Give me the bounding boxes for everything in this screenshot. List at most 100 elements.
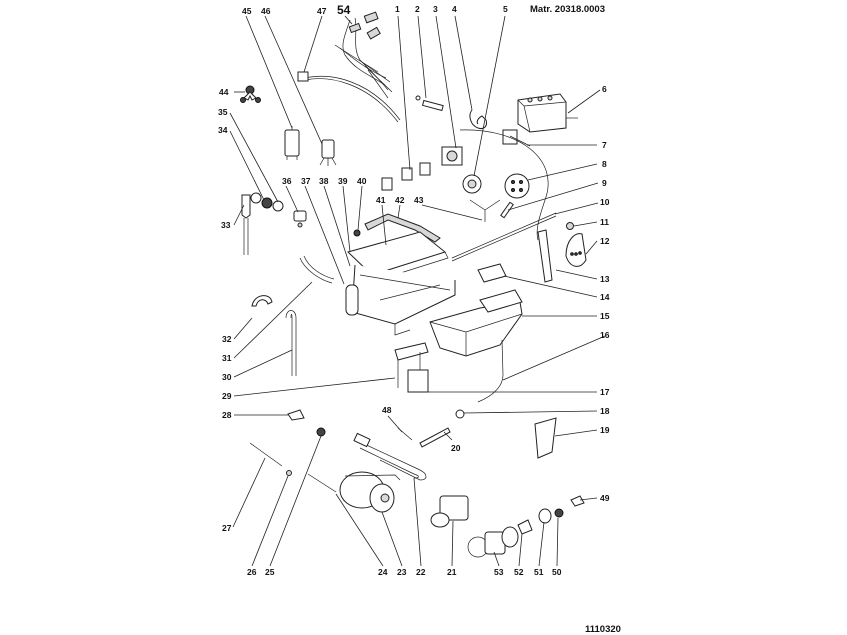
- callout-18: 18: [600, 406, 610, 416]
- part-rod-24: [307, 473, 337, 493]
- part-knob-plate: [565, 233, 587, 267]
- part-seal-34: [261, 197, 273, 209]
- part-washer: [455, 409, 465, 419]
- part-cap-52: [517, 519, 533, 535]
- callout-43: 43: [414, 195, 424, 205]
- part-y-connector: [240, 85, 261, 103]
- part-valve-28: [287, 409, 305, 421]
- part-dispenser-housing: [345, 231, 456, 336]
- part-capacitor: [284, 126, 300, 160]
- callout-9: 9: [602, 178, 607, 188]
- part-impeller: [467, 526, 519, 558]
- callout-36: 36: [282, 176, 292, 186]
- callout-4: 4: [452, 4, 457, 14]
- callout-46: 46: [261, 6, 271, 16]
- part-heating-element: [353, 432, 427, 481]
- part-ring-51: [538, 508, 552, 524]
- callout-35: 35: [218, 107, 228, 117]
- part-y-tube: [469, 199, 501, 222]
- part-pin: [415, 95, 444, 112]
- callout-21: 21: [447, 567, 457, 577]
- callout-1: 1: [395, 4, 400, 14]
- callout-42: 42: [395, 195, 405, 205]
- part-wiring-harness: [334, 11, 393, 99]
- callout-12: 12: [600, 236, 610, 246]
- part-bracket: [502, 129, 531, 147]
- callout-25: 25: [265, 567, 275, 577]
- callout-20: 20: [451, 443, 461, 453]
- callout-49: 49: [600, 493, 610, 503]
- part-grommet: [316, 427, 326, 437]
- callout-31: 31: [222, 353, 232, 363]
- part-screw-49: [570, 495, 585, 507]
- part-tube-9: [500, 201, 514, 219]
- part-hinge: [537, 229, 553, 283]
- callout-3: 3: [433, 4, 438, 14]
- part-nut-26: [286, 470, 292, 476]
- part-detergent-drawer: [429, 289, 523, 357]
- part-inlet-valve: [241, 192, 262, 255]
- part-nut: [566, 222, 574, 230]
- callout-51: 51: [534, 567, 544, 577]
- part-power-cable: [297, 71, 401, 123]
- callout-48: 48: [382, 405, 392, 415]
- leader-lines: [229, 15, 606, 567]
- part-knob-small: [462, 174, 482, 194]
- part-rod: [451, 212, 557, 259]
- part-bracket-29: [394, 342, 429, 393]
- callout-34: 34: [218, 125, 228, 135]
- part-ring-35: [272, 200, 284, 212]
- part-drain-pump: [430, 495, 469, 528]
- callout-15: 15: [600, 311, 610, 321]
- callout-52: 52: [514, 567, 524, 577]
- callout-labels: 1 2 3 4 5 6 7 8 9 10 11 12 13 14 15 16 1…: [218, 3, 610, 577]
- part-pressure-switch: [293, 210, 307, 228]
- part-panel: [534, 417, 557, 459]
- callout-23: 23: [397, 567, 407, 577]
- callout-33: 33: [221, 220, 231, 230]
- part-motor: [339, 471, 401, 513]
- callout-22: 22: [416, 567, 426, 577]
- callout-44: 44: [219, 87, 229, 97]
- callout-13: 13: [600, 274, 610, 284]
- part-bolt-27: [249, 442, 283, 467]
- part-hose-31: [299, 257, 333, 284]
- part-switch: [441, 146, 463, 166]
- callout-2: 2: [415, 4, 420, 14]
- part-drawer-handle: [477, 263, 507, 283]
- part-switch-set: [381, 162, 431, 191]
- callout-32: 32: [222, 334, 232, 344]
- callout-8: 8: [602, 159, 607, 169]
- callout-38: 38: [319, 176, 329, 186]
- callout-17: 17: [600, 387, 610, 397]
- callout-30: 30: [222, 372, 232, 382]
- part-screw-40: [353, 229, 361, 237]
- matr-number: Matr. 20318.0003: [530, 4, 605, 15]
- callout-10: 10: [600, 197, 610, 207]
- part-hose-16: [477, 339, 504, 403]
- callout-50: 50: [552, 567, 562, 577]
- callout-14: 14: [600, 292, 610, 302]
- callout-47: 47: [317, 6, 327, 16]
- callout-11: 11: [600, 217, 609, 227]
- part-arc-cable: [459, 129, 549, 241]
- part-clip: [469, 109, 487, 129]
- callout-16: 16: [600, 330, 610, 340]
- part-programmer: [517, 93, 578, 133]
- part-clamp: [251, 295, 273, 307]
- callout-5: 5: [503, 4, 508, 14]
- callout-29: 29: [222, 391, 232, 401]
- callout-26: 26: [247, 567, 257, 577]
- callout-40: 40: [357, 176, 367, 186]
- callout-24: 24: [378, 567, 388, 577]
- callout-39: 39: [338, 176, 348, 186]
- callout-28: 28: [222, 410, 232, 420]
- part-drain-hose: [285, 310, 297, 376]
- callout-41: 41: [376, 195, 386, 205]
- drawing-code: 1110320: [585, 624, 621, 635]
- callout-19: 19: [600, 425, 610, 435]
- callout-6: 6: [602, 84, 607, 94]
- part-bearing-50: [554, 508, 564, 518]
- callout-45: 45: [242, 6, 252, 16]
